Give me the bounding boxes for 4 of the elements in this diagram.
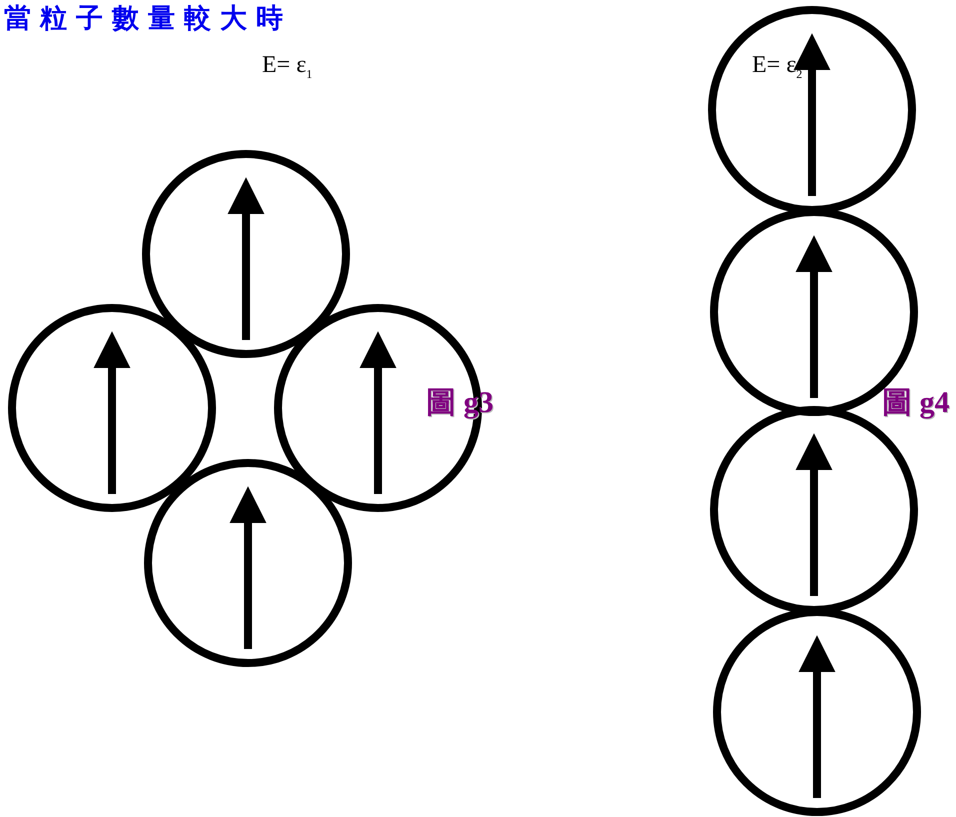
energy-label: E= ε$_{2}$	[752, 52, 802, 82]
heading: 當粒子數量較大時	[4, 2, 292, 36]
energy-label: E= ε$_{1}$	[262, 52, 312, 82]
figure-caption: 圖 g4	[882, 385, 950, 421]
